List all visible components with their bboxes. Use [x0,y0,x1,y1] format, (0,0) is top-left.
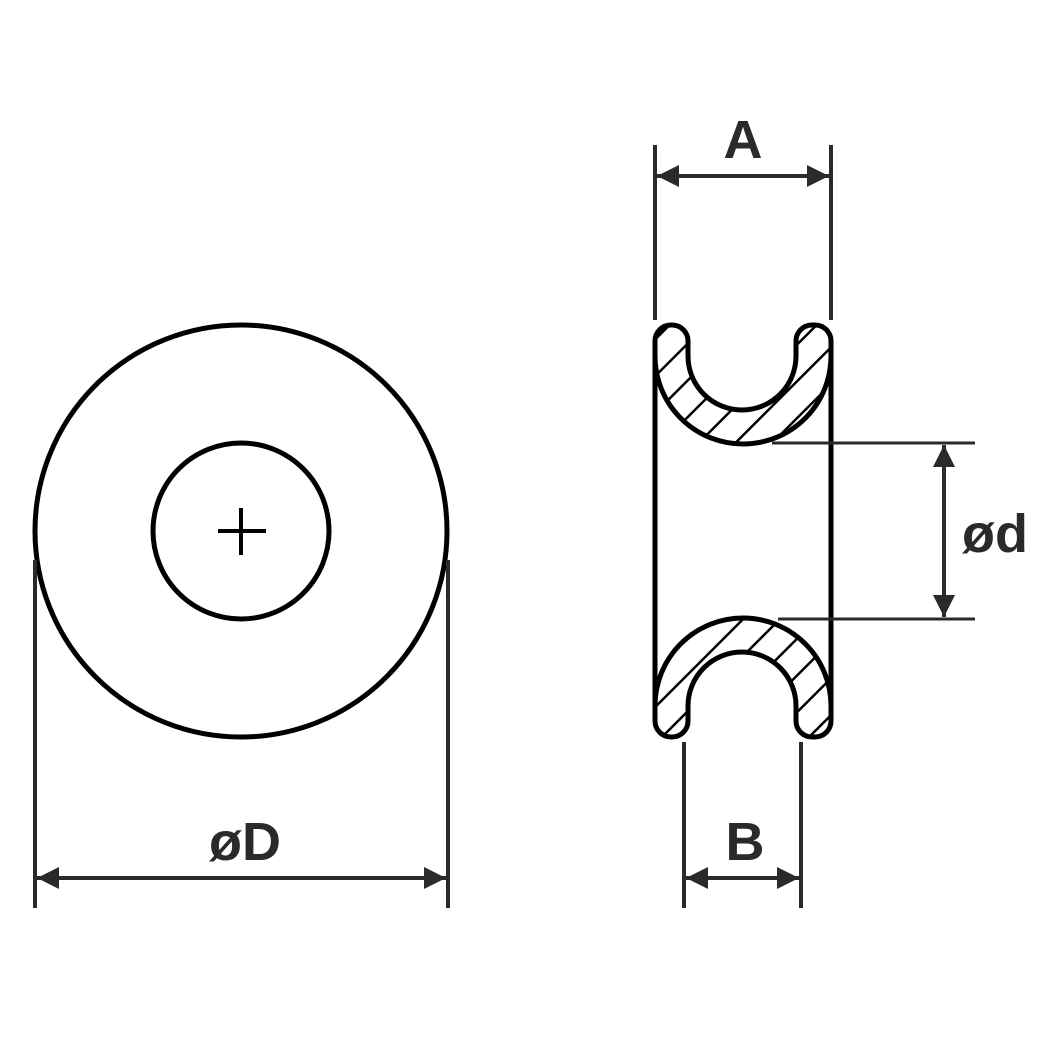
bottom-section [652,615,834,740]
front-view [32,322,450,740]
top-section [652,322,834,447]
outer-circle [32,322,450,740]
outer-diameter-dimension [33,560,450,908]
center-mark-icon [218,508,266,555]
section-view [652,322,834,740]
width-b-dimension [682,742,803,908]
width-a-dimension [653,145,833,320]
width-a-label: A [724,110,763,170]
inner-diameter-dimension [772,441,975,621]
inner-diameter-label: ød [962,504,1028,564]
inner-circle [150,440,332,622]
outer-diameter-label: øD [209,812,281,872]
width-b-label: B [726,812,765,872]
